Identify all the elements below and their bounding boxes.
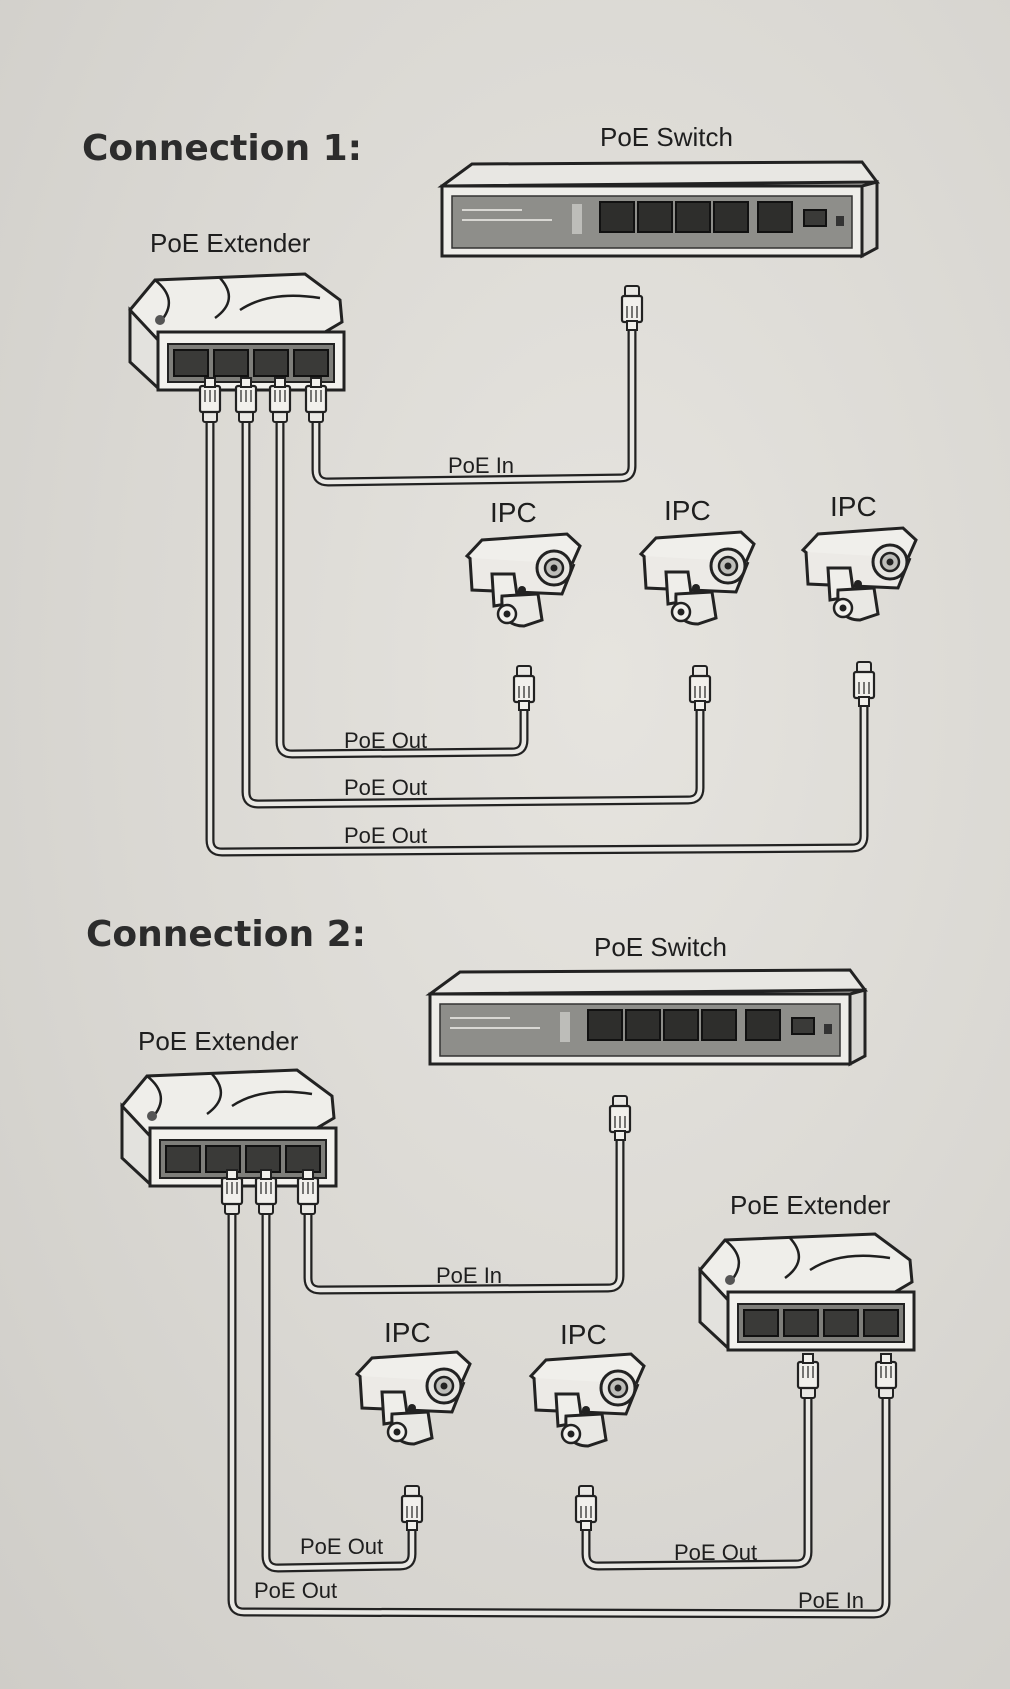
section1-camera-label-1: IPC: [490, 497, 537, 528]
section1-extender-label: PoE Extender: [150, 228, 311, 258]
section1-poe-in-label: PoE In: [448, 453, 514, 478]
section1-poe-out-label-2: PoE Out: [344, 775, 427, 800]
section2-poe-out-label-2: PoE Out: [674, 1540, 757, 1565]
section1-camera-3: [801, 526, 918, 622]
section2-camera-label-2: IPC: [560, 1319, 607, 1350]
section2-extender-left-label: PoE Extender: [138, 1026, 299, 1056]
section2-extender-right-plug-2: [874, 1352, 898, 1400]
section2-camera-label-1: IPC: [384, 1317, 431, 1348]
section2-poe-out-label-3: PoE Out: [254, 1578, 337, 1603]
section2-extender-right-label: PoE Extender: [730, 1190, 891, 1220]
section2-title: Connection 2:: [86, 914, 366, 955]
section1-camera-label-2: IPC: [664, 495, 711, 526]
section1-poe-out-label-1: PoE Out: [344, 728, 427, 753]
section2-extender-right-plug-1: [796, 1352, 820, 1400]
section2-switch-plug: [608, 1094, 632, 1142]
section1-title: Connection 1:: [82, 128, 362, 169]
section2-poe-out-label-1: PoE Out: [300, 1534, 383, 1559]
section2-camera-1: [355, 1350, 472, 1446]
section1-camera-label-3: IPC: [830, 491, 877, 522]
section2-camera-plug-2: [574, 1484, 598, 1532]
section2-switch-label: PoE Switch: [594, 932, 727, 962]
section2-poe-in-right-label: PoE In: [798, 1588, 864, 1613]
section1-cables: [205, 295, 869, 857]
section1-camera-plug-3: [852, 660, 876, 708]
section1-switch-label: PoE Switch: [600, 122, 733, 152]
section1-switch-plug: [620, 284, 644, 332]
section2-extender-right: [698, 1232, 916, 1352]
section2-cables: [227, 1105, 891, 1619]
section2-camera-2: [529, 1352, 646, 1448]
section1-poe-out-label-3: PoE Out: [344, 823, 427, 848]
section1-extender: [128, 272, 346, 392]
section1-camera-plug-2: [688, 664, 712, 712]
section2-switch: [428, 968, 867, 1066]
section1-switch: [440, 160, 879, 258]
section1-camera-1: [465, 532, 582, 628]
section2-poe-in-label: PoE In: [436, 1263, 502, 1288]
section2-extender-left: [120, 1068, 338, 1188]
section1-camera-2: [639, 530, 756, 626]
section2-camera-plug-1: [400, 1484, 424, 1532]
section1-camera-plug-1: [512, 664, 536, 712]
